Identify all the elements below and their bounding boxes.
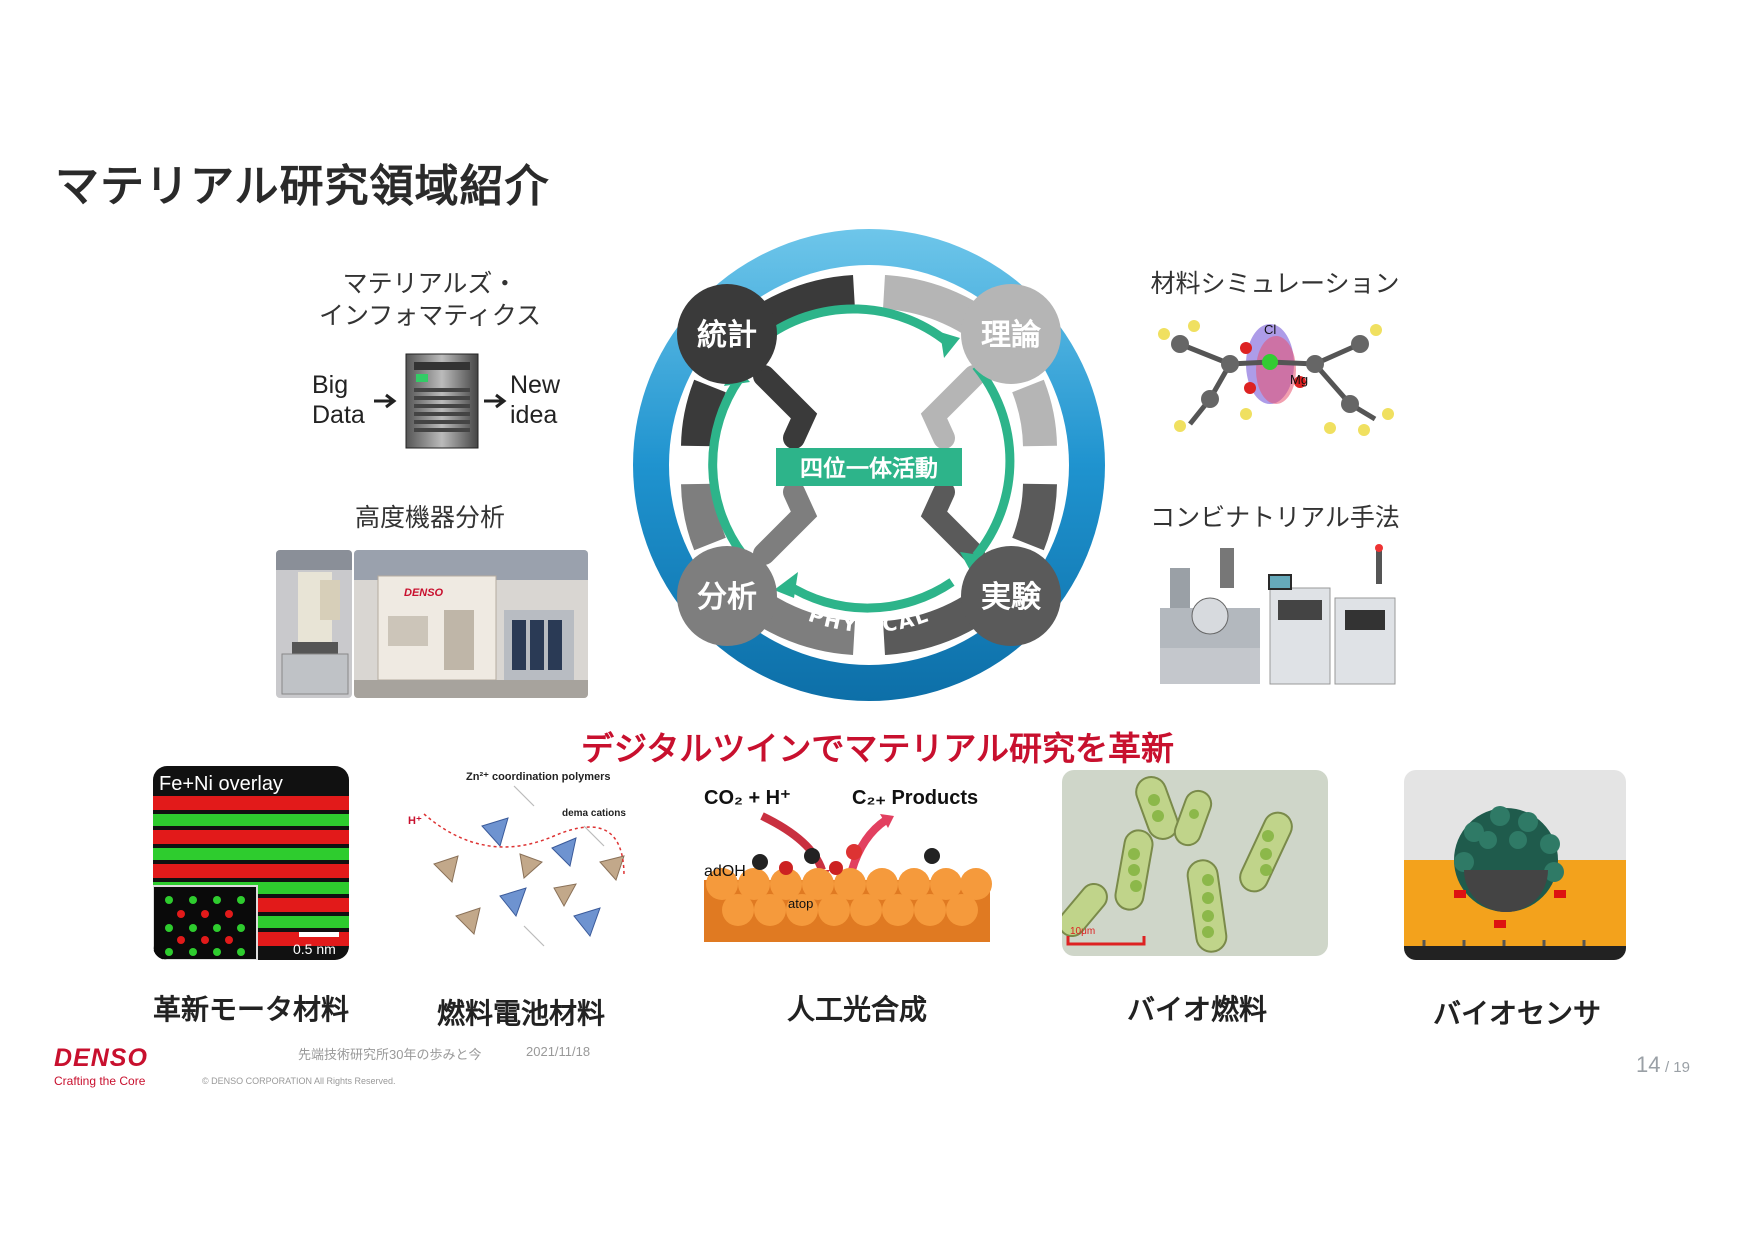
mi-title-line2: インフォマティクス: [318, 301, 541, 330]
page-total: / 19: [1664, 1059, 1690, 1076]
new-idea-label: New idea: [510, 371, 561, 429]
lab-facility-photo: DENSO: [354, 550, 588, 698]
biofuel-image: 10μm: [1062, 770, 1328, 956]
mi-title: マテリアルズ・ インフォマティクス: [300, 268, 560, 332]
big-data-label: Big Data: [312, 371, 365, 429]
caption-motor: 革新モータ材料: [152, 993, 349, 1026]
doc-date: 2021/11/18: [526, 1044, 591, 1059]
mi-title-line1: マテリアルズ・: [342, 269, 518, 298]
arrow-right-icon: [374, 393, 397, 409]
page-current: 14: [1636, 1052, 1661, 1077]
caption-biofuel: バイオ燃料: [1126, 993, 1267, 1026]
overlay-label: Fe+Ni overlay: [159, 773, 283, 795]
page-title: マテリアル研究領域紹介: [55, 161, 550, 212]
molecule-illustration: Cl Mg: [1158, 320, 1394, 436]
instrument-title: 高度機器分析: [354, 503, 505, 532]
caption-fuel-cell: 燃料電池材料: [436, 997, 605, 1030]
center-label: 四位一体活動: [800, 455, 938, 482]
node-statistics: 統計: [697, 318, 757, 353]
combinatorial-equipment-photo: [1150, 538, 1400, 688]
denso-tagline: Crafting the Core: [54, 1074, 146, 1088]
node-experiment: 実験: [981, 580, 1042, 615]
products-label: C₂₊ Products: [852, 787, 978, 809]
atop-label: atop: [788, 896, 813, 911]
denso-logo: DENSO: [54, 1044, 148, 1072]
node-analysis: 分析: [697, 580, 757, 615]
scale-label: 0.5 nm: [293, 941, 336, 957]
proton-label: H⁺: [408, 815, 422, 827]
sim-title: 材料シミュレーション: [1150, 269, 1400, 298]
svg-text:DENSO: DENSO: [404, 587, 444, 599]
fuel-cell-material-image: Zn²⁺ coordination polymers dema cations …: [404, 766, 636, 956]
biosensor-image: [1404, 770, 1626, 960]
adoh-label: adOH: [704, 863, 746, 880]
co2-label: CO₂ + H⁺: [704, 787, 791, 809]
biofuel-scale: 10μm: [1070, 926, 1095, 937]
mol-label-mg: Mg: [1290, 372, 1308, 387]
caption-photosynthesis: 人工光合成: [786, 993, 927, 1026]
photosynthesis-image: CO₂ + H⁺ C₂₊ Products adOH atop: [702, 780, 992, 946]
node-theory: 理論: [981, 318, 1041, 353]
doc-title: 先端技術研究所30年の歩みと今: [298, 1047, 482, 1062]
copyright: © DENSO CORPORATION All Rights Reserved.: [202, 1076, 396, 1086]
polymer-label: Zn²⁺ coordination polymers: [466, 771, 611, 783]
arrow-right-icon: [484, 393, 507, 409]
page-number: 14 / 19: [1636, 1052, 1690, 1078]
combi-title: コンビナトリアル手法: [1150, 503, 1400, 532]
cation-label: dema cations: [562, 808, 626, 819]
mol-label-cl: Cl: [1264, 322, 1276, 337]
motor-material-image: Fe+Ni overlay 0.5 nm: [153, 766, 349, 960]
server-icon: [405, 353, 479, 449]
tagline: デジタルツインでマテリアル研究を革新: [580, 729, 1174, 768]
caption-biosensor: バイオセンサ: [1432, 997, 1601, 1030]
microscope-photo: [276, 550, 352, 698]
digital-twin-diagram: CYBER 統計 理論 分析 実験 四位一体活動: [633, 229, 1105, 701]
